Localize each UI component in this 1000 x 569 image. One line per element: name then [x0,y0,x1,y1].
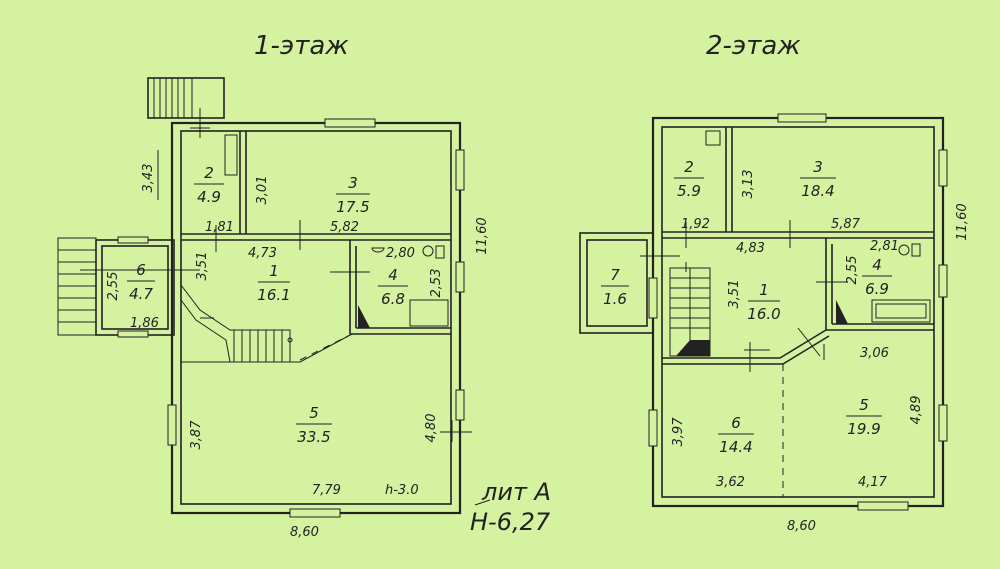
floor2-bath-fixtures [705,130,931,324]
room-label: 2 4.9 [194,164,224,206]
dimension-label: 2,53 [429,269,444,298]
floor2-title: 2-этаж [706,31,801,61]
floor2-inner-wall-line [661,126,935,498]
room-label: 5 19.9 [846,396,882,438]
svg-text:4.7: 4.7 [129,285,153,303]
svg-text:5.9: 5.9 [677,182,701,200]
svg-text:6.8: 6.8 [381,290,405,308]
svg-text:2: 2 [204,164,214,182]
svg-text:2: 2 [684,158,694,176]
floor2-labels: 2-этаж 1 16.0 2 5.9 3 18.4 4 6.9 5 19.9 … [601,31,970,534]
dimension-label: 1,81 [205,220,234,235]
dimension-label: 8,60 [290,525,319,540]
svg-text:1.6: 1.6 [603,290,627,308]
floor1-window [167,404,177,446]
dimension-label: 2,55 [845,256,860,285]
floor1-outer-wall [170,121,462,515]
dimension-label: 4,17 [858,475,888,490]
svg-text:5: 5 [309,404,319,422]
svg-text:33.5: 33.5 [297,428,330,446]
svg-text:6: 6 [731,414,741,432]
floor2-plan [579,113,948,511]
room-label: 6 14.4 [718,414,754,456]
svg-text:17.5: 17.5 [336,198,369,216]
lit-stamp: лит А Н-6,27 [470,478,551,536]
room-label: 4 6.8 [378,266,408,308]
svg-text:16.0: 16.0 [747,305,780,323]
svg-text:6.9: 6.9 [865,280,889,298]
room-label: 3 17.5 [336,174,370,216]
svg-text:4: 4 [872,256,882,274]
svg-text:5: 5 [859,396,869,414]
room-label: 1 16.1 [257,262,290,304]
dimension-label: 1,92 [681,217,710,232]
floor1-window [324,118,376,128]
svg-text:3: 3 [813,158,823,176]
dimension-label: 4,73 [248,246,277,261]
floor2-outer-wall [651,116,945,508]
svg-text:3: 3 [348,174,358,192]
floor1-window [289,508,341,518]
dimension-label: 1,86 [130,316,159,331]
floor1-entrance-stair [147,77,225,138]
svg-text:19.9: 19.9 [847,420,880,438]
svg-text:4.9: 4.9 [197,188,221,206]
lit-label: лит А [481,478,551,506]
height-label: h-3.0 [385,483,419,498]
svg-text:7: 7 [610,266,620,284]
dimension-label: 3,06 [860,346,889,361]
svg-text:4: 4 [388,266,398,284]
dimension-label: 2,81 [870,239,899,254]
dimension-label: 11,60 [475,217,490,254]
floor1-plan [57,77,491,518]
dimension-label: 4,80 [424,414,439,443]
floor1-stair [180,284,293,363]
floor1-labels: 1-этаж 1 16.1 2 4.9 3 17.5 4 6.8 5 33.5 … [106,31,490,540]
room-label: 7 1.6 [601,266,629,308]
dimension-label: 8,60 [787,519,816,534]
floor1-porch [57,236,200,338]
room-label: 1 16.0 [747,281,780,323]
dimension-label: 3,62 [716,475,745,490]
floor1-window [455,389,465,421]
dimension-label: 3,43 [141,164,156,193]
floor1-inner-wall-line [180,130,452,505]
dimension-label: 3,87 [189,420,204,450]
svg-text:16.1: 16.1 [257,286,290,304]
floor1-bath-fixtures [224,134,449,328]
room-label: 3 18.4 [800,158,836,200]
floor1-window [455,261,465,293]
dimension-label: 3,97 [671,417,686,447]
room-label: 6 4.7 [127,261,155,303]
svg-text:14.4: 14.4 [719,438,752,456]
svg-text:1: 1 [759,281,769,299]
svg-text:6: 6 [136,261,146,279]
room-label: 4 6.9 [862,256,892,298]
floor1-window [455,149,465,191]
dimension-label: 4,83 [736,241,765,256]
svg-text:1: 1 [269,262,279,280]
dimension-label: 3,13 [741,170,756,199]
room-label: 2 5.9 [674,158,704,200]
dimension-label: 5,87 [831,217,861,232]
dimension-label: 2,80 [386,246,415,261]
dimension-label: 2,55 [106,272,121,301]
dimension-label: 3,51 [195,252,210,281]
dimension-label: 5,82 [330,220,359,235]
floor2-stair [669,262,711,357]
dimension-label: 3,01 [255,176,270,205]
dimension-label: 4,89 [909,396,924,425]
floor1-title: 1-этаж [254,31,349,61]
height-mark: Н-6,27 [470,508,551,536]
room-label: 5 33.5 [296,404,332,446]
dimension-label: 11,60 [955,203,970,240]
dimension-label: 7,79 [312,483,341,498]
svg-text:18.4: 18.4 [801,182,834,200]
dimension-label: 3,51 [727,280,742,309]
